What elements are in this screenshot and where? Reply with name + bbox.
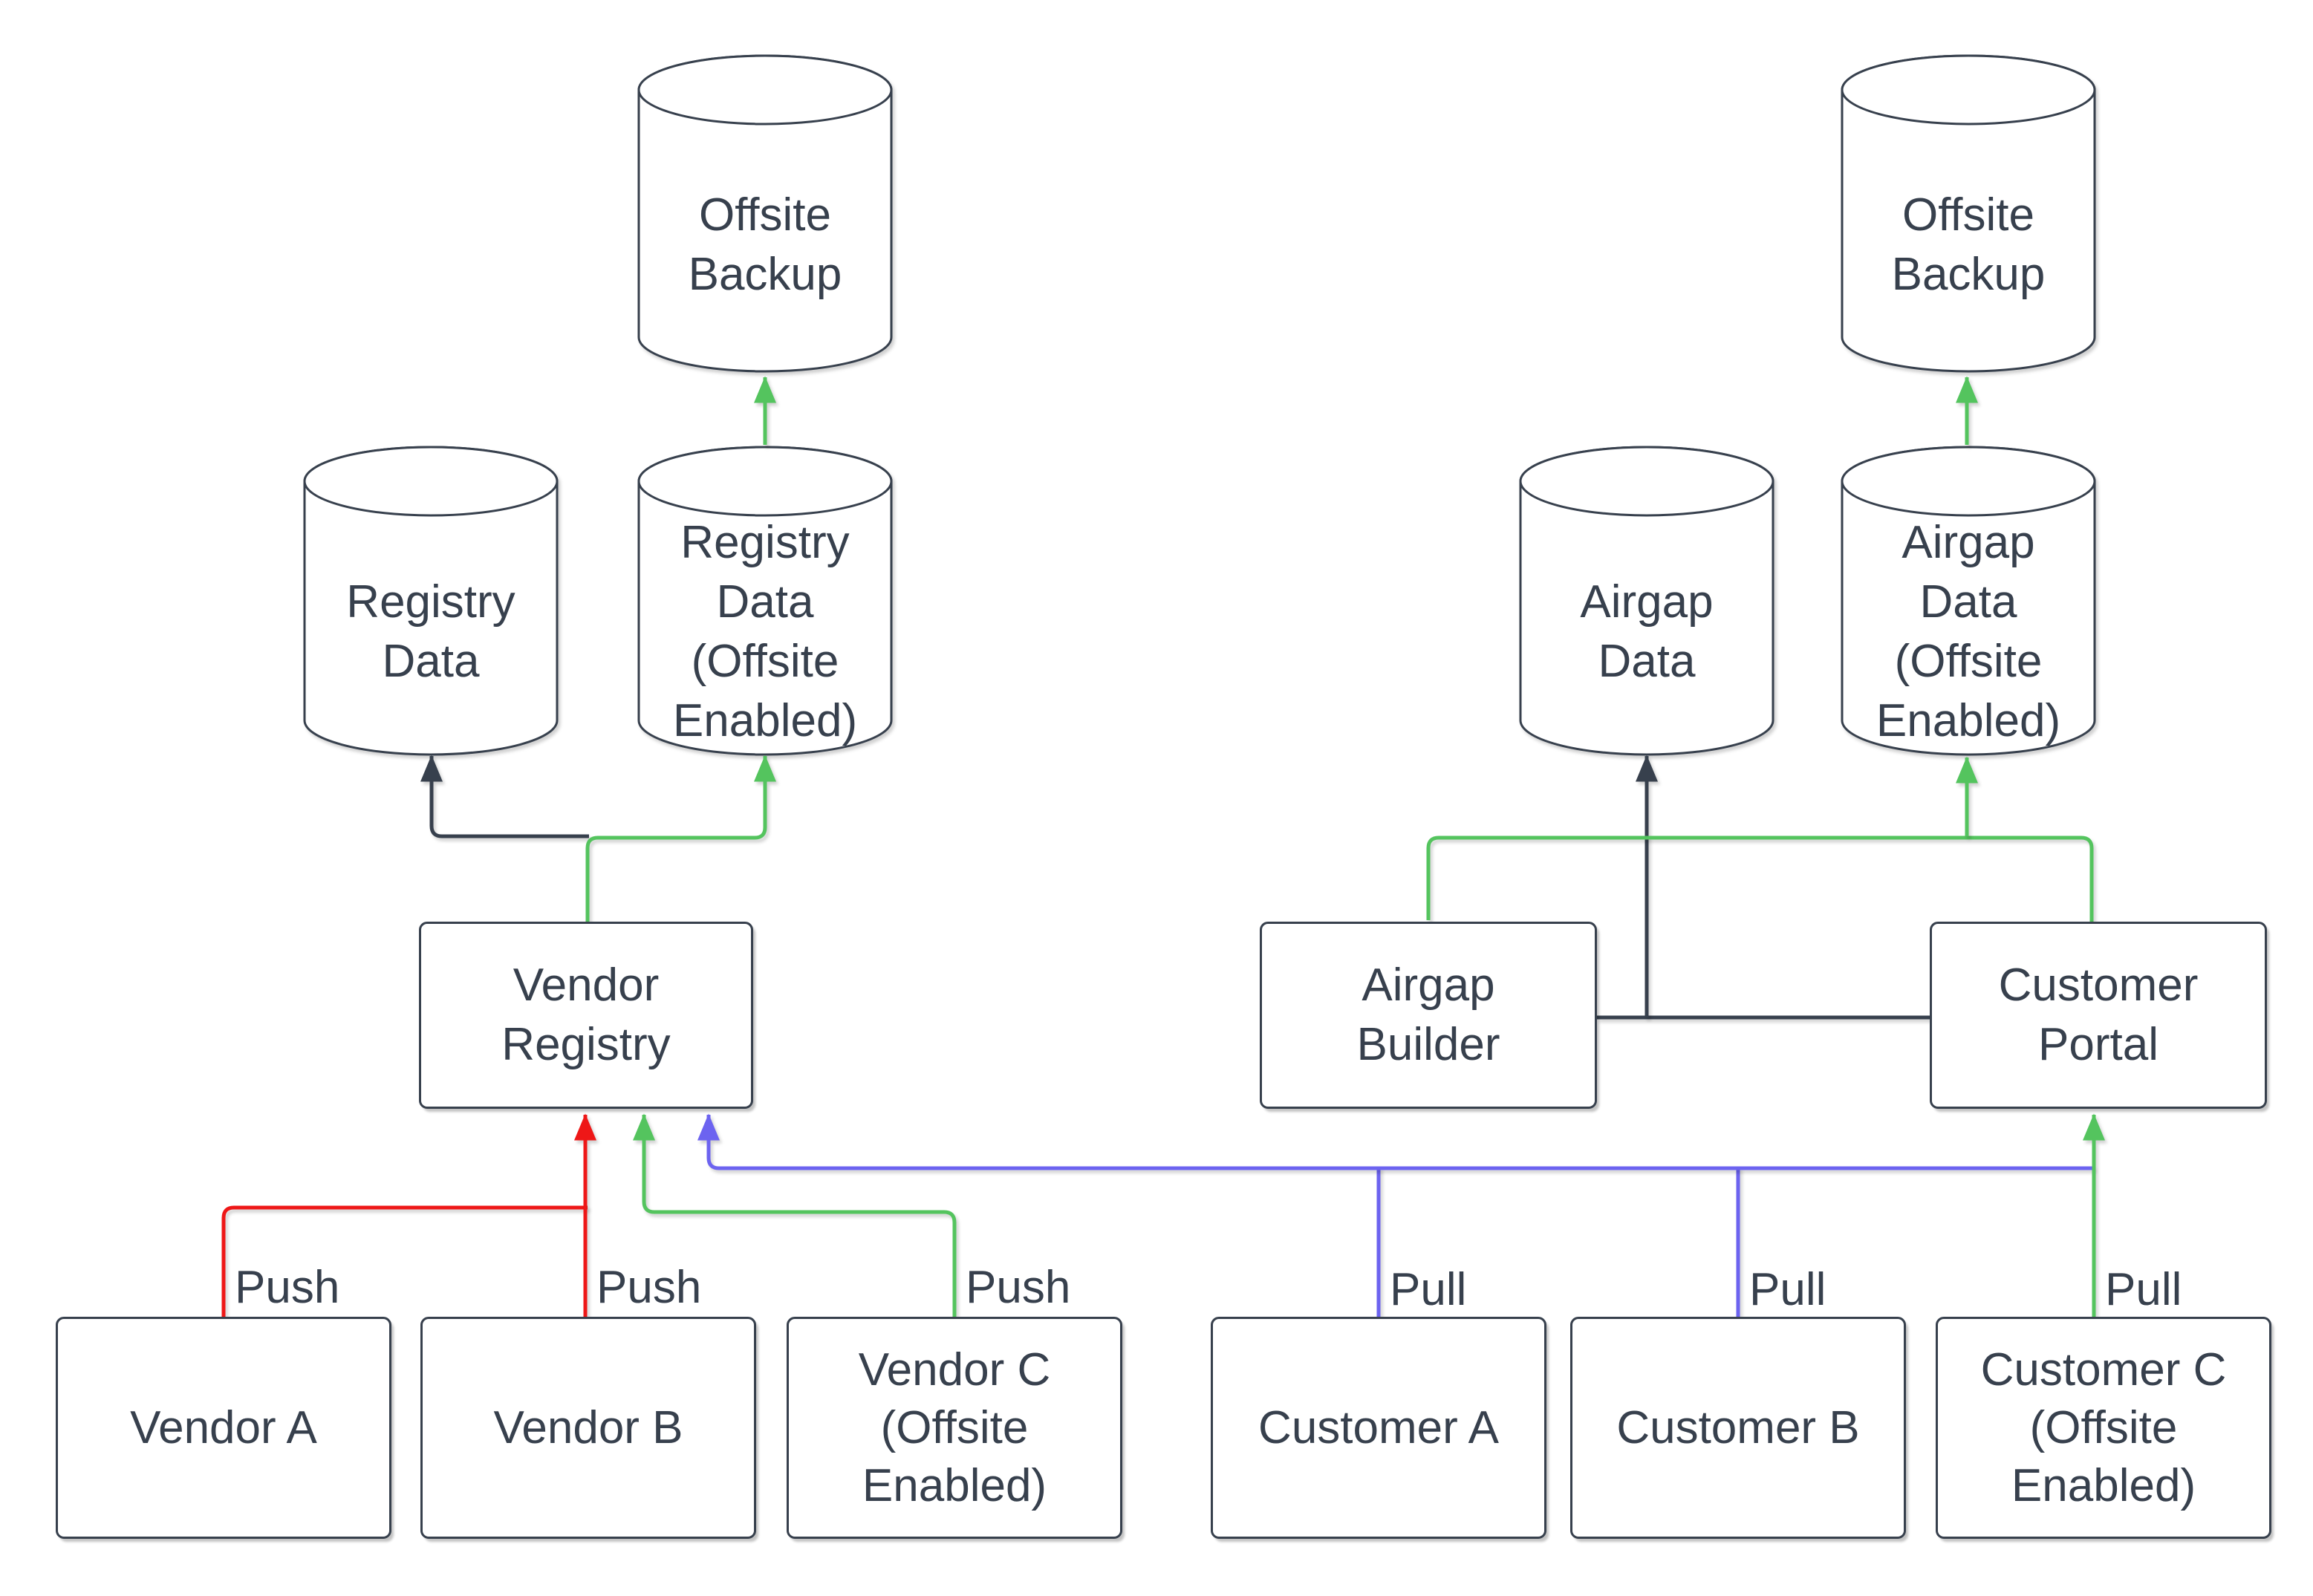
cylinder-airgap-data bbox=[1519, 446, 1774, 756]
cylinder-offsite-backup-left bbox=[637, 54, 893, 373]
cylinder-airgap-data-offsite bbox=[1841, 446, 2096, 756]
node-airgap-builder: Airgap Builder bbox=[1260, 922, 1597, 1109]
node-vendor-b: Vendor B bbox=[420, 1317, 756, 1539]
edge-vendor-registry-to-registry-data-offsite bbox=[585, 755, 776, 922]
node-vendor-c: Vendor C (Offsite Enabled) bbox=[787, 1317, 1122, 1539]
cylinder-offsite-backup-right bbox=[1841, 54, 2096, 373]
edge-label-pull-customer-a: Pull bbox=[1390, 1264, 1467, 1315]
cylinder-registry-data-offsite bbox=[637, 446, 893, 756]
node-customer-c: Customer C (Offsite Enabled) bbox=[1936, 1317, 2271, 1539]
node-vendor-registry: Vendor Registry bbox=[419, 922, 753, 1109]
edge-label-pull-customer-c: Pull bbox=[2105, 1264, 2182, 1315]
edge-label-push-vendor-a: Push bbox=[235, 1262, 340, 1313]
edge-label-push-vendor-c: Push bbox=[966, 1262, 1071, 1313]
edge-customer-portal-to-airgap-builder bbox=[1426, 836, 2094, 922]
edge-label-pull-customer-b: Pull bbox=[1749, 1264, 1826, 1315]
edge-vendor-a-push bbox=[221, 1205, 588, 1317]
node-customer-a: Customer A bbox=[1211, 1317, 1546, 1539]
node-customer-portal: Customer Portal bbox=[1930, 922, 2267, 1109]
edge-vendor-c-push bbox=[633, 1113, 957, 1317]
edge-vendor-registry-to-registry-data bbox=[420, 755, 589, 838]
node-customer-b: Customer B bbox=[1570, 1317, 1906, 1539]
cylinder-registry-data bbox=[303, 446, 559, 756]
edge-customers-pull-to-vendor-registry bbox=[697, 1113, 2094, 1170]
edge-label-push-vendor-b: Push bbox=[596, 1262, 702, 1313]
node-vendor-a: Vendor A bbox=[56, 1317, 391, 1539]
